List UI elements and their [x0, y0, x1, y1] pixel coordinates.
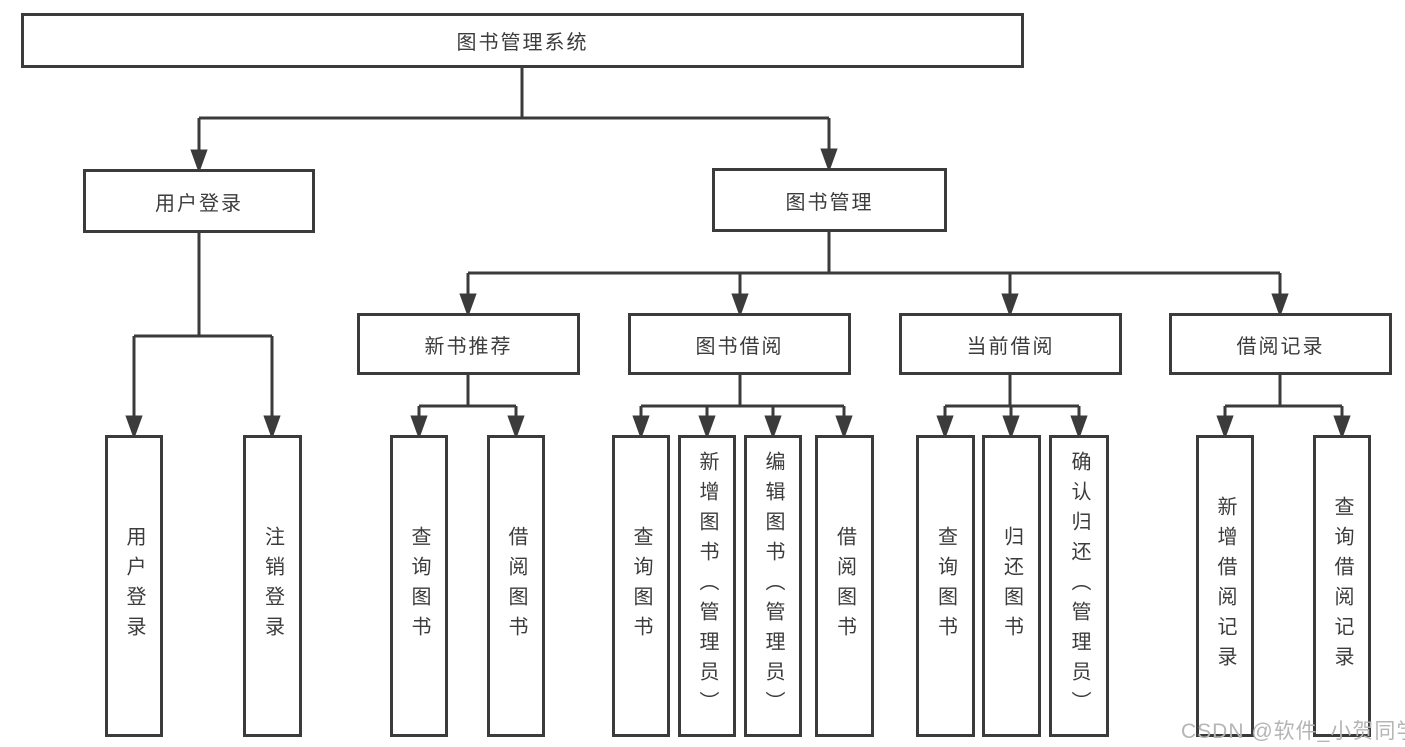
leaf-newbook-borrow-books: 借阅图书	[487, 435, 545, 737]
leaf-logout: 注销登录	[243, 435, 302, 737]
node-root: 图书管理系统	[21, 13, 1024, 68]
leaf-borrow-query-books: 查询图书	[612, 435, 670, 737]
leaf-newbook-query-books: 查询图书	[390, 435, 448, 737]
node-borrowing-records: 借阅记录	[1169, 313, 1392, 375]
leaf-borrow-add-books-admin: 新增图书（管理员）	[678, 435, 736, 737]
node-book-borrowing-label: 图书借阅	[695, 335, 784, 358]
node-borrowing-records-label: 借阅记录	[1236, 335, 1325, 358]
node-book-management-label: 图书管理	[785, 191, 874, 214]
node-new-book-recommend-label: 新书推荐	[424, 335, 513, 358]
csdn-watermark: CSDN @软件_小贺同学	[1181, 720, 1405, 743]
leaf-records-add-record: 新增借阅记录	[1196, 435, 1254, 737]
leaf-records-query-record: 查询借阅记录	[1313, 435, 1371, 737]
node-new-book-recommend: 新书推荐	[357, 313, 580, 375]
node-user-login: 用户登录	[83, 169, 315, 233]
leaf-user-login: 用户登录	[105, 435, 163, 737]
node-book-borrowing: 图书借阅	[628, 313, 851, 375]
node-user-login-label: 用户登录	[155, 192, 243, 215]
node-book-management: 图书管理	[712, 168, 947, 232]
node-current-borrowing: 当前借阅	[899, 313, 1122, 375]
leaf-borrow-borrow-books: 借阅图书	[815, 435, 874, 737]
node-root-label: 图书管理系统	[456, 32, 589, 54]
node-current-borrowing-label: 当前借阅	[966, 335, 1055, 358]
leaf-current-query-books: 查询图书	[916, 435, 975, 737]
leaf-borrow-edit-books-admin: 编辑图书（管理员）	[744, 435, 802, 737]
leaf-current-confirm-return-admin: 确认归还（管理员）	[1049, 435, 1109, 737]
leaf-current-return-books: 归还图书	[982, 435, 1041, 737]
